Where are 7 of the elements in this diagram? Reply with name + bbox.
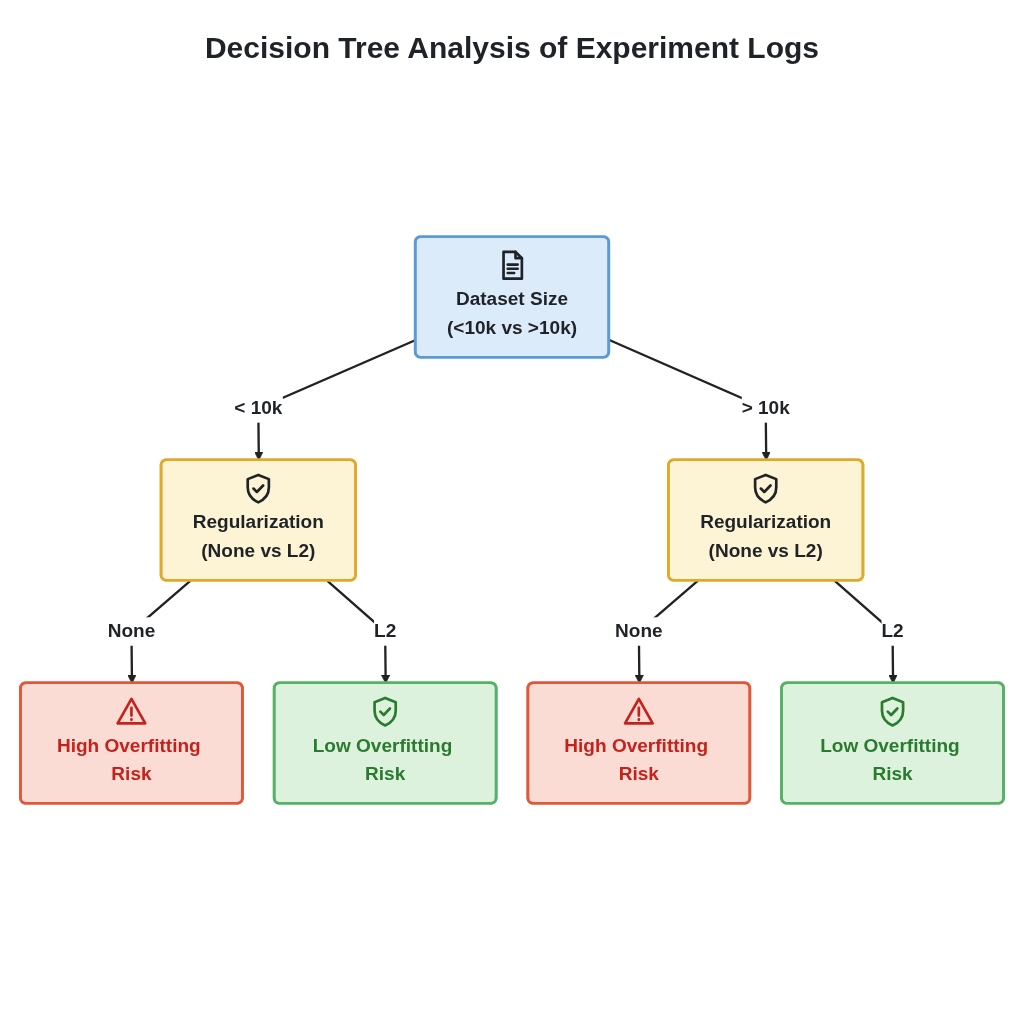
edge-label: L2 xyxy=(374,620,397,642)
edge-label: < 10k xyxy=(234,397,283,419)
edge-label: None xyxy=(107,620,156,642)
diagram-title: Decision Tree Analysis of Experiment Logs xyxy=(203,30,821,66)
edge-label: L2 xyxy=(881,620,904,642)
edge-label: None xyxy=(615,620,663,642)
edge-label: > 10k xyxy=(741,397,790,419)
